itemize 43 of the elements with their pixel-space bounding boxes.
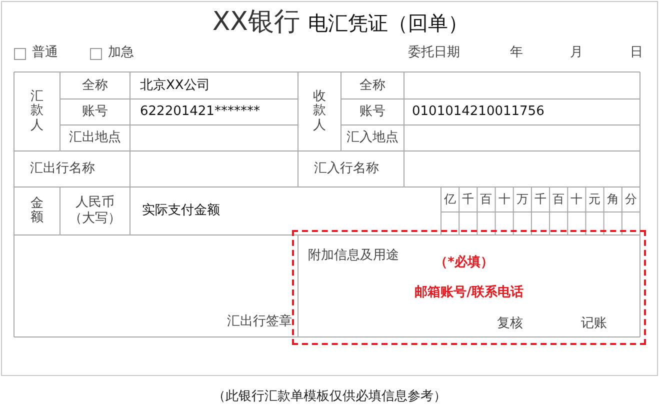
form-label: 角 [606,192,619,207]
form-label: 亿 [444,192,456,207]
form-label: 十 [570,192,583,207]
form-label: 收款人 [313,90,326,133]
form-label: 十 [498,192,510,207]
form-label: 汇款人 [30,90,44,133]
form-label: 千 [462,192,474,207]
form-label: 百 [552,192,565,207]
form-label: 百 [480,192,492,207]
form-label: 普通 [32,45,58,61]
form-label: 金额 [30,196,44,226]
form-label: 复核 [497,316,523,332]
form-label: 元 [588,192,601,207]
form-label: 加急 [108,45,134,61]
form-label: 委托日期 [408,45,460,61]
form-label: 汇出行签章 [227,314,292,330]
form-label: 万 [516,192,528,207]
form-label: 0101014210011756 [412,104,544,120]
required-note: （*必填） [434,255,494,271]
bank-title: XX银行 [211,6,300,38]
form-label: 月 [570,45,583,61]
form-label: 北京XX公司 [140,78,210,94]
form-subtitle: 电汇凭证（回单） [308,11,468,35]
form-label: 实际支付金额 [142,203,220,219]
form-label: 分 [624,192,637,207]
form-label: 全称 [82,78,108,94]
caption: （此银行汇款单模板仅供必填信息参考） [212,388,448,406]
form-label: 日 [630,45,643,61]
form-label: 账号 [360,104,386,120]
form-label: 账号 [82,104,108,120]
form-label: 人民币（大写） [68,195,122,227]
form-label: 年 [510,45,523,61]
form-label: 622201421******* [140,104,260,120]
highlight-box [292,230,646,345]
form-label: 全称 [360,78,386,94]
form-label: 汇入行名称 [314,161,379,177]
required-note: 邮箱账号/联系电话 [414,285,524,301]
form-label: 汇出地点 [69,130,121,146]
form-label: 附加信息及用途 [308,248,399,264]
form-label: 千 [534,192,546,207]
form-label: 汇入地点 [346,130,398,146]
form-label: 记账 [581,316,607,332]
form-label: 汇出行名称 [30,161,95,177]
